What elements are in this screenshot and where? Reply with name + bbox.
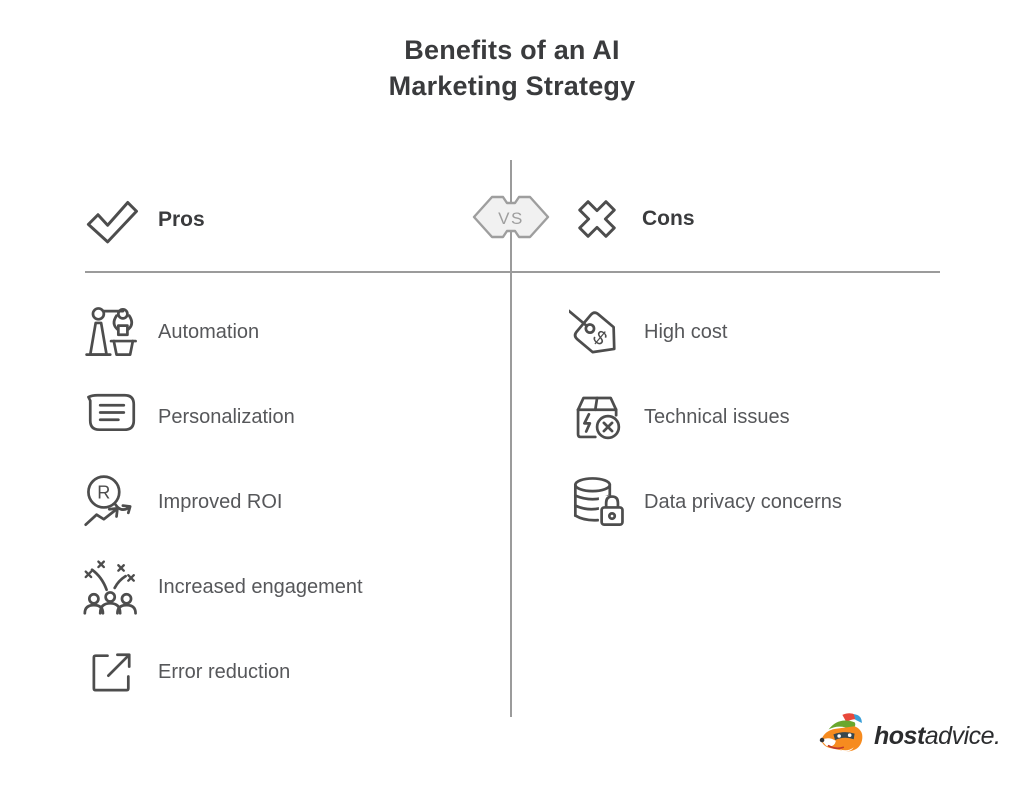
list-item-personalization: Personalization — [82, 387, 363, 447]
chat-bubble-icon — [87, 393, 136, 432]
list-item-data-privacy: Data privacy concerns — [568, 472, 842, 532]
vertical-divider — [510, 160, 512, 717]
pros-header-label: Pros — [158, 208, 205, 231]
item-label: Increased engagement — [158, 575, 363, 598]
roi-growth-icon: R — [84, 475, 132, 527]
arrow-out-box-icon — [92, 653, 131, 692]
fox-mascot-icon — [819, 713, 863, 752]
vs-badge-icon: VS — [472, 195, 550, 239]
item-label: Data privacy concerns — [644, 490, 842, 513]
item-label: Personalization — [158, 405, 295, 428]
item-label: Automation — [158, 320, 260, 343]
pros-list: Automation Personalization R — [82, 302, 363, 727]
item-label: Improved ROI — [158, 490, 283, 513]
brand-name: hostadvice. — [874, 722, 1001, 751]
brand-advice: advice. — [924, 721, 1001, 750]
cons-header: Cons — [570, 192, 695, 246]
item-label: Technical issues — [644, 405, 790, 428]
list-item-increased-engagement: Increased engagement — [82, 557, 363, 617]
page-title: Benefits of an AI Marketing Strategy — [0, 32, 1024, 104]
people-celebration-icon — [83, 560, 137, 615]
cross-icon — [578, 200, 616, 238]
horizontal-divider — [85, 271, 940, 273]
list-item-technical-issues: Technical issues — [568, 387, 842, 447]
robot-arm-icon — [85, 307, 137, 357]
list-item-improved-roi: R Improved ROI — [82, 472, 363, 532]
price-tag-icon: $ — [569, 309, 616, 354]
broken-package-icon — [576, 396, 621, 440]
vs-label: VS — [498, 209, 524, 228]
title-line-1: Benefits of an AI — [404, 35, 620, 65]
check-icon — [86, 201, 138, 244]
pros-header: Pros — [84, 192, 205, 248]
list-item-error-reduction: Error reduction — [82, 642, 363, 702]
brand-host: host — [874, 721, 925, 750]
database-lock-icon — [573, 477, 625, 527]
cons-header-label: Cons — [642, 207, 695, 230]
svg-text:$: $ — [588, 326, 611, 350]
list-item-automation: Automation — [82, 302, 363, 362]
svg-text:R: R — [97, 482, 110, 502]
title-line-2: Marketing Strategy — [388, 71, 636, 101]
list-item-high-cost: $ High cost — [568, 302, 842, 362]
hostadvice-logo: hostadvice. — [818, 710, 1001, 762]
item-label: High cost — [644, 320, 728, 343]
vs-badge: VS — [472, 188, 550, 246]
cons-list: $ High cost Technical issues — [568, 302, 842, 557]
item-label: Error reduction — [158, 660, 291, 683]
